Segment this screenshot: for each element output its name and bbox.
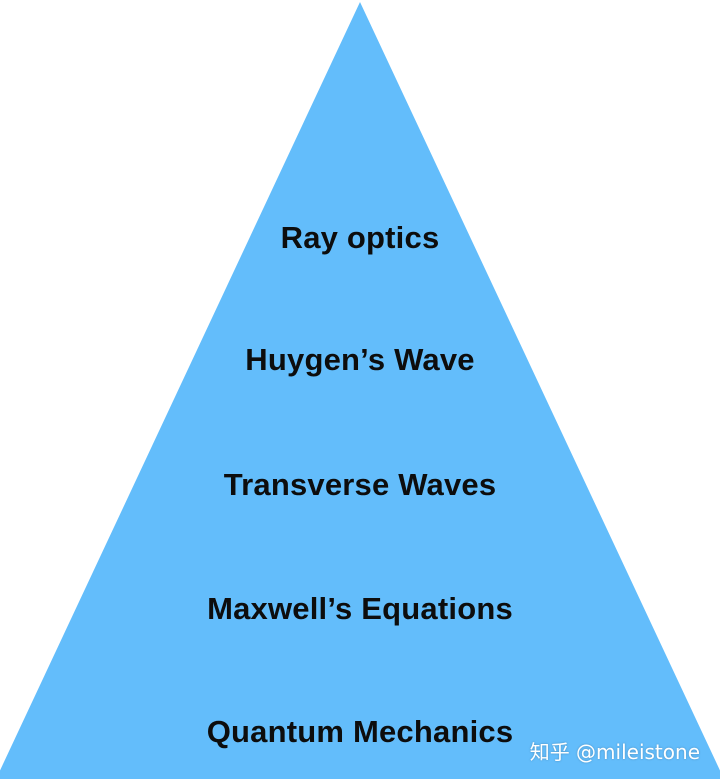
layer-label-quantum-mechanics: Quantum Mechanics <box>206 714 514 749</box>
layer-label-maxwells-equations: Maxwell’s Equations <box>207 591 513 626</box>
layer-label-huygens-wave: Huygen’s Wave <box>245 342 475 377</box>
watermark: 知乎 @mileistone <box>529 740 700 764</box>
layer-label-ray-optics: Ray optics <box>280 220 440 255</box>
layer-label-transverse-waves: Transverse Waves <box>223 467 497 502</box>
